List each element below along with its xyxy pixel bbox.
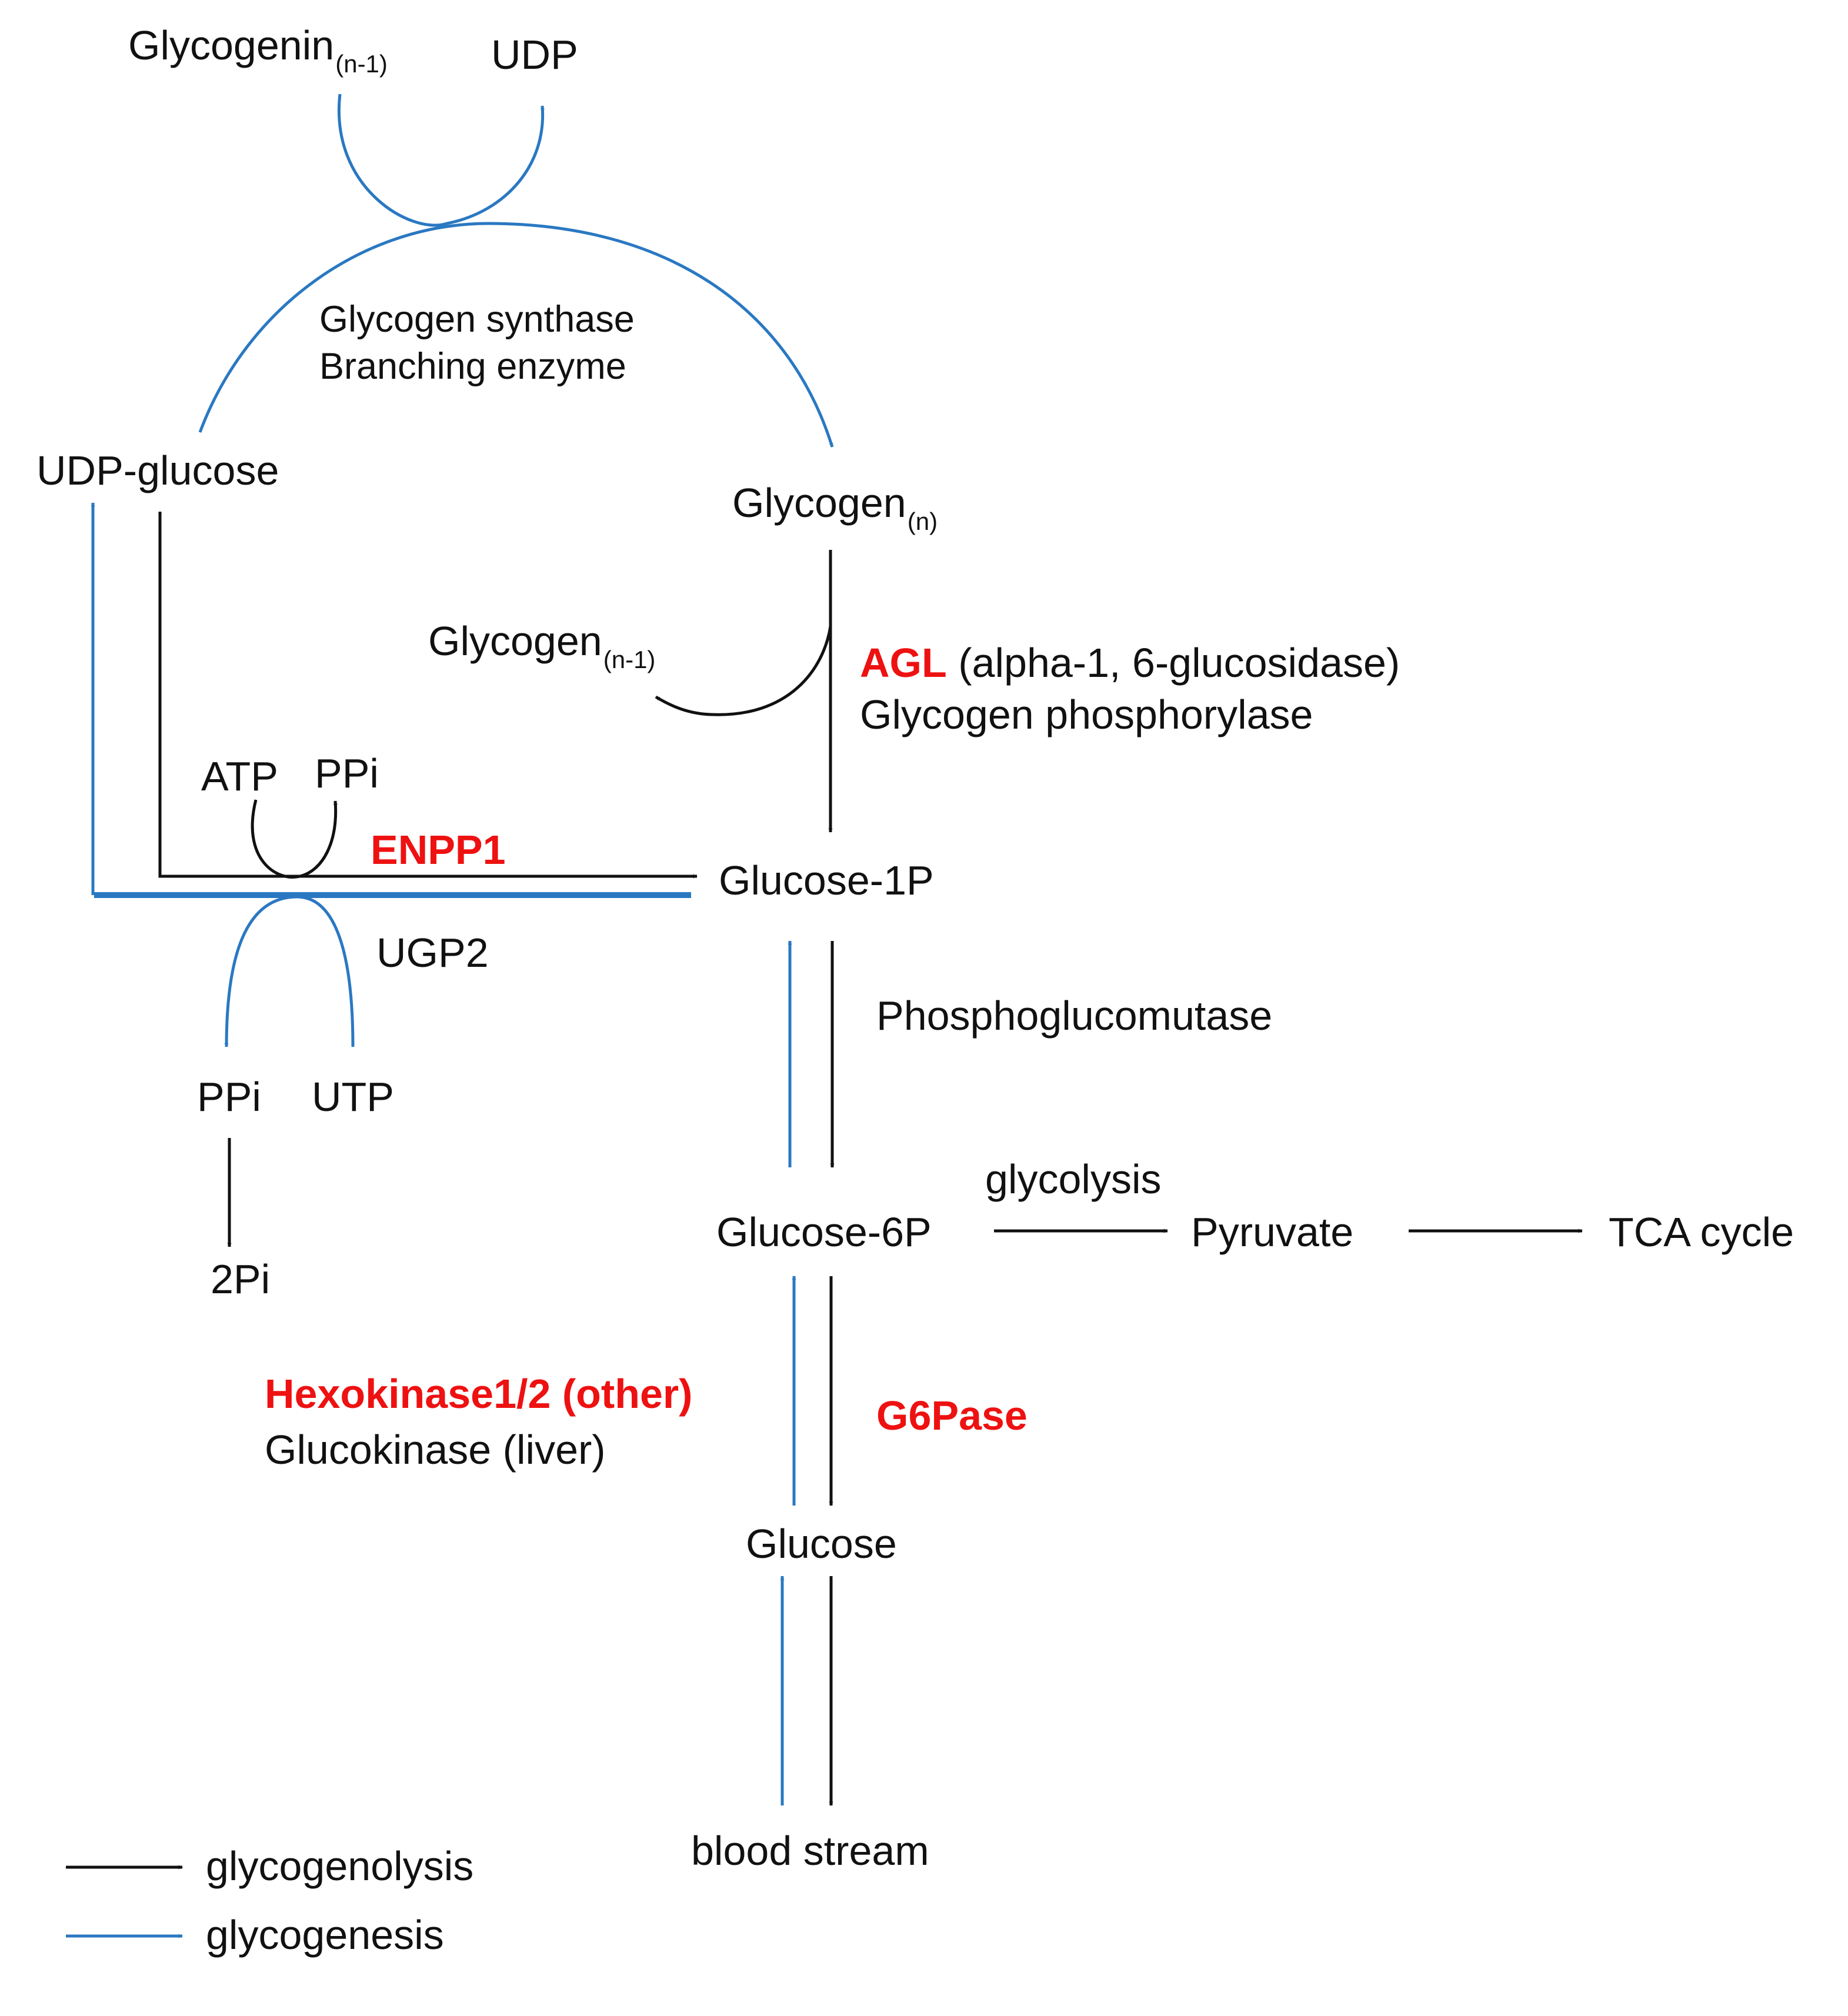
glucose-label: Glucose xyxy=(746,1521,897,1567)
glycogen-to-glycogen-n1-arrow xyxy=(655,626,832,716)
glycogen-n1-label: Glycogen(n-1) xyxy=(428,618,655,672)
ugp2-label: UGP2 xyxy=(376,930,489,976)
glycogen-n-subscript: (n) xyxy=(907,508,938,535)
glycogen-n-label: Glycogen(n) xyxy=(732,480,938,534)
branching-enzyme-label: Branching enzyme xyxy=(319,346,626,387)
agl-label: AGL (alpha-1, 6-glucosidase) xyxy=(860,642,1400,683)
atp-to-ppi-arrow xyxy=(251,799,338,879)
tca-cycle-label: TCA cycle xyxy=(1609,1209,1794,1255)
glucose-6p-label: Glucose-6P xyxy=(716,1209,932,1255)
phosphoglucomutase-label: Phosphoglucomutase xyxy=(876,993,1273,1039)
udp-label: UDP xyxy=(491,32,578,78)
atp-label: ATP xyxy=(201,753,278,799)
udp-glucose-label: UDP-glucose xyxy=(36,448,279,493)
glycogen-n-text: Glycogen xyxy=(732,480,906,526)
glycogenin-to-udp-arrow xyxy=(337,94,545,227)
ppi-bottom-label: PPi xyxy=(197,1074,261,1120)
glycogen-n1-text: Glycogen xyxy=(428,618,602,664)
g6pase-label: G6Pase xyxy=(876,1393,1028,1438)
ppi-top-label: PPi xyxy=(315,750,379,796)
glycogen-phosphorylase-label: Glycogen phosphorylase xyxy=(860,692,1313,737)
glycolysis-label: glycolysis xyxy=(985,1156,1162,1202)
utp-label: UTP xyxy=(312,1074,394,1120)
glycogen-n1-subscript: (n-1) xyxy=(603,646,656,673)
glycogen-synthase-label: Glycogen synthase xyxy=(319,299,635,340)
legend-glycogenolysis-label: glycogenolysis xyxy=(206,1843,474,1889)
legend-glycogenesis-label: glycogenesis xyxy=(206,1912,444,1958)
blood-stream-label: blood stream xyxy=(691,1828,929,1874)
udp-glucose-to-glucose1p-arrow xyxy=(158,512,698,879)
2pi-label: 2Pi xyxy=(211,1256,271,1302)
agl-name: AGL xyxy=(860,640,947,686)
glycogenin-text: Glycogenin xyxy=(128,22,335,68)
utp-to-ppi-arrow xyxy=(224,895,355,1047)
hexokinase-label: Hexokinase1/2 (other) xyxy=(265,1371,693,1417)
glucokinase-label: Glucokinase (liver) xyxy=(265,1427,606,1473)
glycogenin-label: Glycogenin(n-1) xyxy=(128,22,388,76)
glycogenin-subscript: (n-1) xyxy=(335,50,388,78)
glycogen-synthase-arc xyxy=(198,222,834,448)
enpp1-label: ENPP1 xyxy=(371,827,506,873)
pyruvate-label: Pyruvate xyxy=(1191,1209,1354,1255)
agl-description: (alpha-1, 6-glucosidase) xyxy=(958,640,1400,686)
glucose-1p-label: Glucose-1P xyxy=(719,857,934,903)
